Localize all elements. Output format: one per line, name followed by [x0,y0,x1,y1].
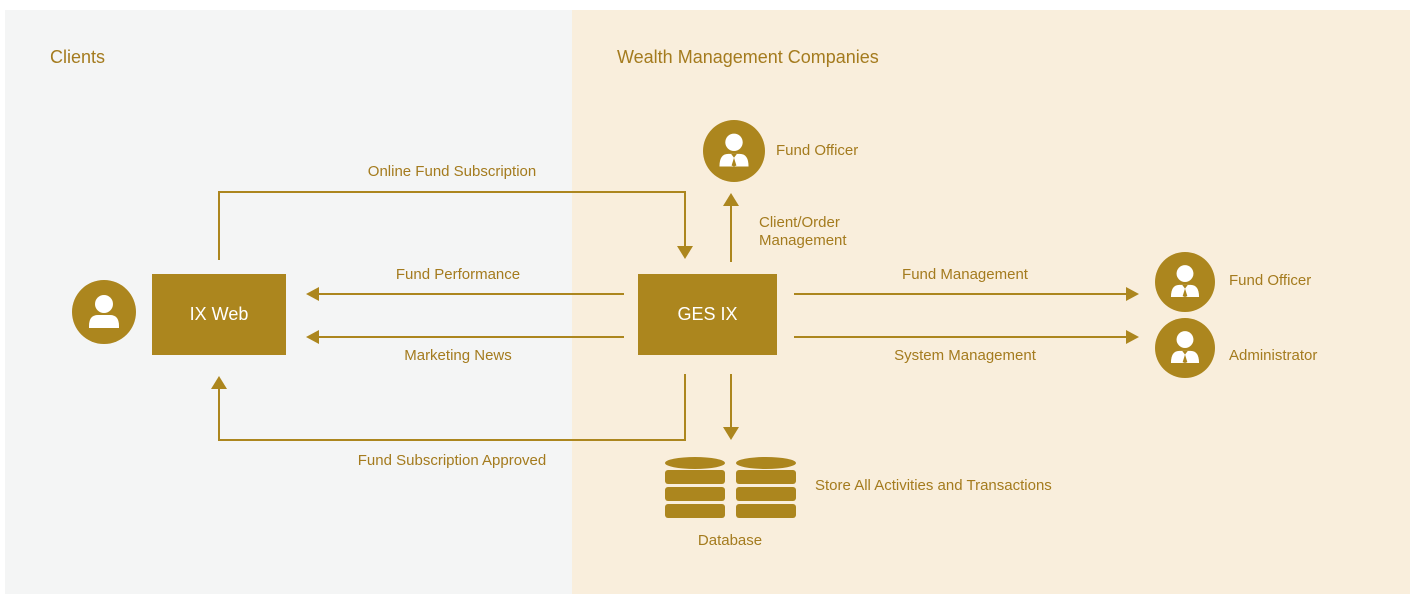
fund-performance-label: Fund Performance [395,266,521,283]
arrow-down-db [723,427,739,440]
database-icon [664,456,800,527]
ix-web-label: IX Web [189,304,249,324]
system-management-label: System Management [894,347,1036,364]
arrow-left-performance [306,287,319,301]
arrow-right-fund-mgmt [1126,287,1139,301]
fund-officer-right-icon [1155,252,1215,312]
fund-management-label: Fund Management [902,266,1028,283]
ges-ix-label: GES IX [677,304,738,324]
administrator-label: Administrator [1229,347,1318,364]
companies-title: Wealth Management Companies [617,47,879,67]
fund-officer-right-label: Fund Officer [1229,272,1312,289]
arrow-down-ges [677,246,693,259]
administrator-icon [1155,318,1215,378]
arrow-left-news [306,330,319,344]
online-subscription-label: Online Fund Subscription [367,163,537,180]
database-label: Database [697,532,763,549]
subscription-approved-line [218,374,686,441]
client-order-label-line2: Management [759,232,847,249]
fund-officer-top-label: Fund Officer [776,142,859,159]
client-order-label-line1: Client/Order [759,214,840,231]
online-subscription-line [218,191,686,260]
fund-officer-top-icon [703,120,765,182]
arrow-right-system-mgmt [1126,330,1139,344]
arrow-up-ixweb [211,376,227,389]
ix-web-node: IX Web [152,274,286,355]
client-person-icon [72,280,136,344]
arrow-up-officer [723,193,739,206]
subscription-approved-label: Fund Subscription Approved [357,452,547,469]
clients-title: Clients [50,47,106,67]
marketing-news-label: Marketing News [404,347,512,364]
ges-ix-node: GES IX [638,274,777,355]
store-all-label: Store All Activities and Transactions [815,477,1052,494]
